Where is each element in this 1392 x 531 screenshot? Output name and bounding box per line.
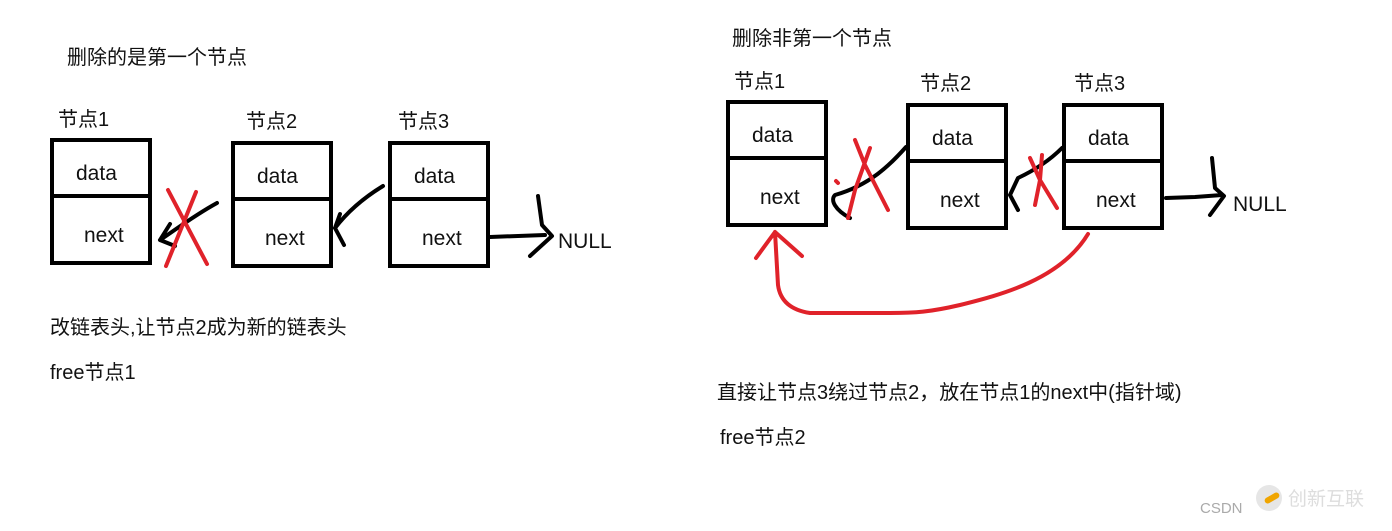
brand-name: 创新互联: [1288, 489, 1365, 510]
cross-mark: [834, 138, 890, 220]
arrow-node2-to-node1: [831, 145, 908, 220]
csdn-watermark: CSDN: [1200, 500, 1243, 517]
left-node1-box: data next: [50, 138, 152, 265]
arrow-node3-to-node2: [333, 184, 385, 247]
data-field: data: [730, 104, 824, 160]
right-node1-box: data next: [726, 100, 828, 227]
data-field: data: [235, 145, 329, 201]
arrow-node3-to-null: [1164, 156, 1226, 217]
brand-watermark: 创新互联: [1256, 484, 1364, 511]
arrow-node2-to-node1: [158, 201, 219, 248]
next-field: next: [940, 189, 980, 212]
left-node2-box: data next: [231, 141, 333, 268]
brand-logo-icon: [1256, 484, 1282, 511]
left-node3-box: data next: [388, 141, 490, 268]
next-field: next: [265, 227, 305, 250]
right-note-1: 直接让节点3绕过节点2，放在节点1的next中(指针域): [717, 382, 1182, 404]
arrow-node3-to-node2: [1008, 146, 1064, 212]
left-note-1: 改链表头,让节点2成为新的链表头: [50, 317, 347, 339]
red-bypass-arrow: [754, 230, 1090, 315]
right-node3-box: data next: [1062, 103, 1164, 230]
right-null-label: NULL: [1233, 193, 1287, 216]
left-node3-label: 节点3: [398, 111, 450, 133]
cross-mark: [164, 188, 209, 268]
next-field: next: [1096, 189, 1136, 212]
left-title: 删除的是第一个节点: [67, 47, 247, 69]
right-node3-label: 节点3: [1074, 73, 1126, 95]
next-field: next: [760, 186, 800, 209]
next-field: next: [422, 227, 462, 250]
left-note-2: free节点1: [50, 362, 136, 384]
data-field: data: [392, 145, 486, 201]
left-null-label: NULL: [558, 230, 612, 253]
data-field: data: [1066, 107, 1160, 163]
arrow-node3-to-null: [488, 194, 554, 258]
right-node2-box: data next: [906, 103, 1008, 230]
data-field: data: [54, 142, 148, 198]
right-node1-label: 节点1: [734, 71, 786, 93]
right-node2-label: 节点2: [920, 73, 972, 95]
right-title: 删除非第一个节点: [732, 28, 892, 50]
data-field: data: [910, 107, 1004, 163]
right-note-2: free节点2: [720, 427, 806, 449]
cross-mark: [1028, 153, 1059, 210]
left-node2-label: 节点2: [246, 111, 298, 133]
next-field: next: [84, 224, 124, 247]
left-node1-label: 节点1: [58, 109, 110, 131]
